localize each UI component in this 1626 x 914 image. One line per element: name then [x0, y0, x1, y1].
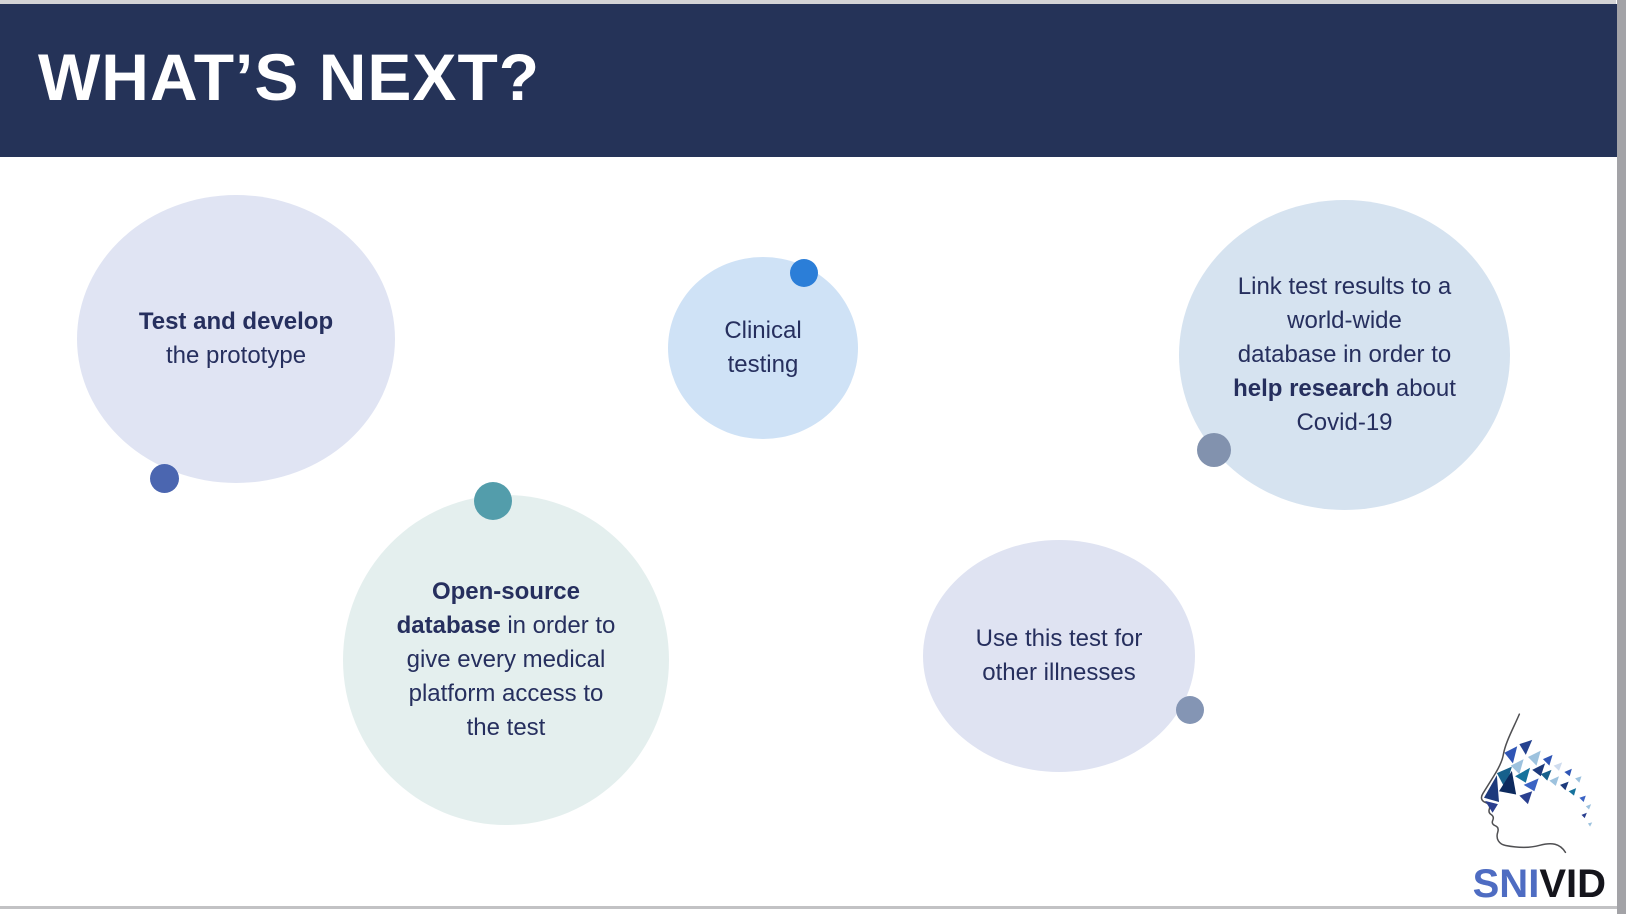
accent-dot-test-develop [150, 464, 179, 493]
page-title: WHAT’S NEXT? [38, 39, 541, 114]
logo-text-vid: VID [1539, 862, 1606, 906]
accent-dot-clinical-testing [790, 259, 818, 287]
snivid-logo: SNIVID [1444, 712, 1614, 912]
logo-wordmark: SNIVID [1444, 862, 1606, 907]
accent-dot-link-results [1197, 433, 1231, 467]
scrollbar[interactable] [1616, 0, 1626, 914]
viewer-bottom-border [0, 906, 1617, 909]
title-bar: WHAT’S NEXT? [0, 4, 1617, 157]
accent-dot-open-source [474, 482, 512, 520]
snivid-logo-icon [1480, 713, 1593, 854]
viewer-top-border [0, 0, 1626, 4]
logo-text-sni: SNI [1472, 862, 1540, 906]
accent-dot-other-illnesses [1176, 696, 1204, 724]
